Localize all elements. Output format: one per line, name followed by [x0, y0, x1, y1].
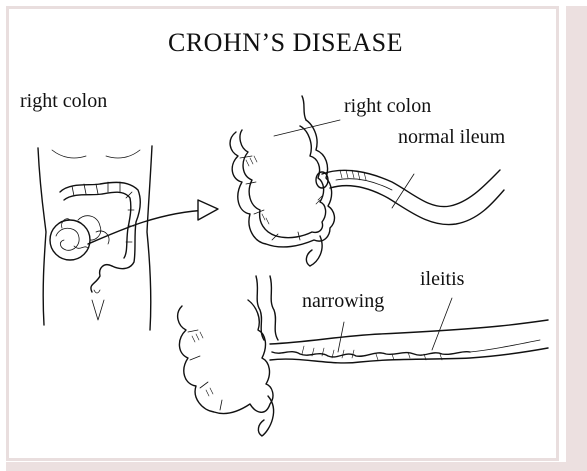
torso-illustration [38, 146, 218, 330]
upper-colon-illustration [230, 96, 504, 266]
label-normal-ileum: normal ileum [398, 126, 505, 149]
label-ileitis: ileitis [420, 268, 464, 291]
label-detail-right-colon: right colon [344, 95, 431, 118]
label-narrowing: narrowing [302, 290, 384, 313]
label-torso-right-colon: right colon [20, 90, 107, 113]
